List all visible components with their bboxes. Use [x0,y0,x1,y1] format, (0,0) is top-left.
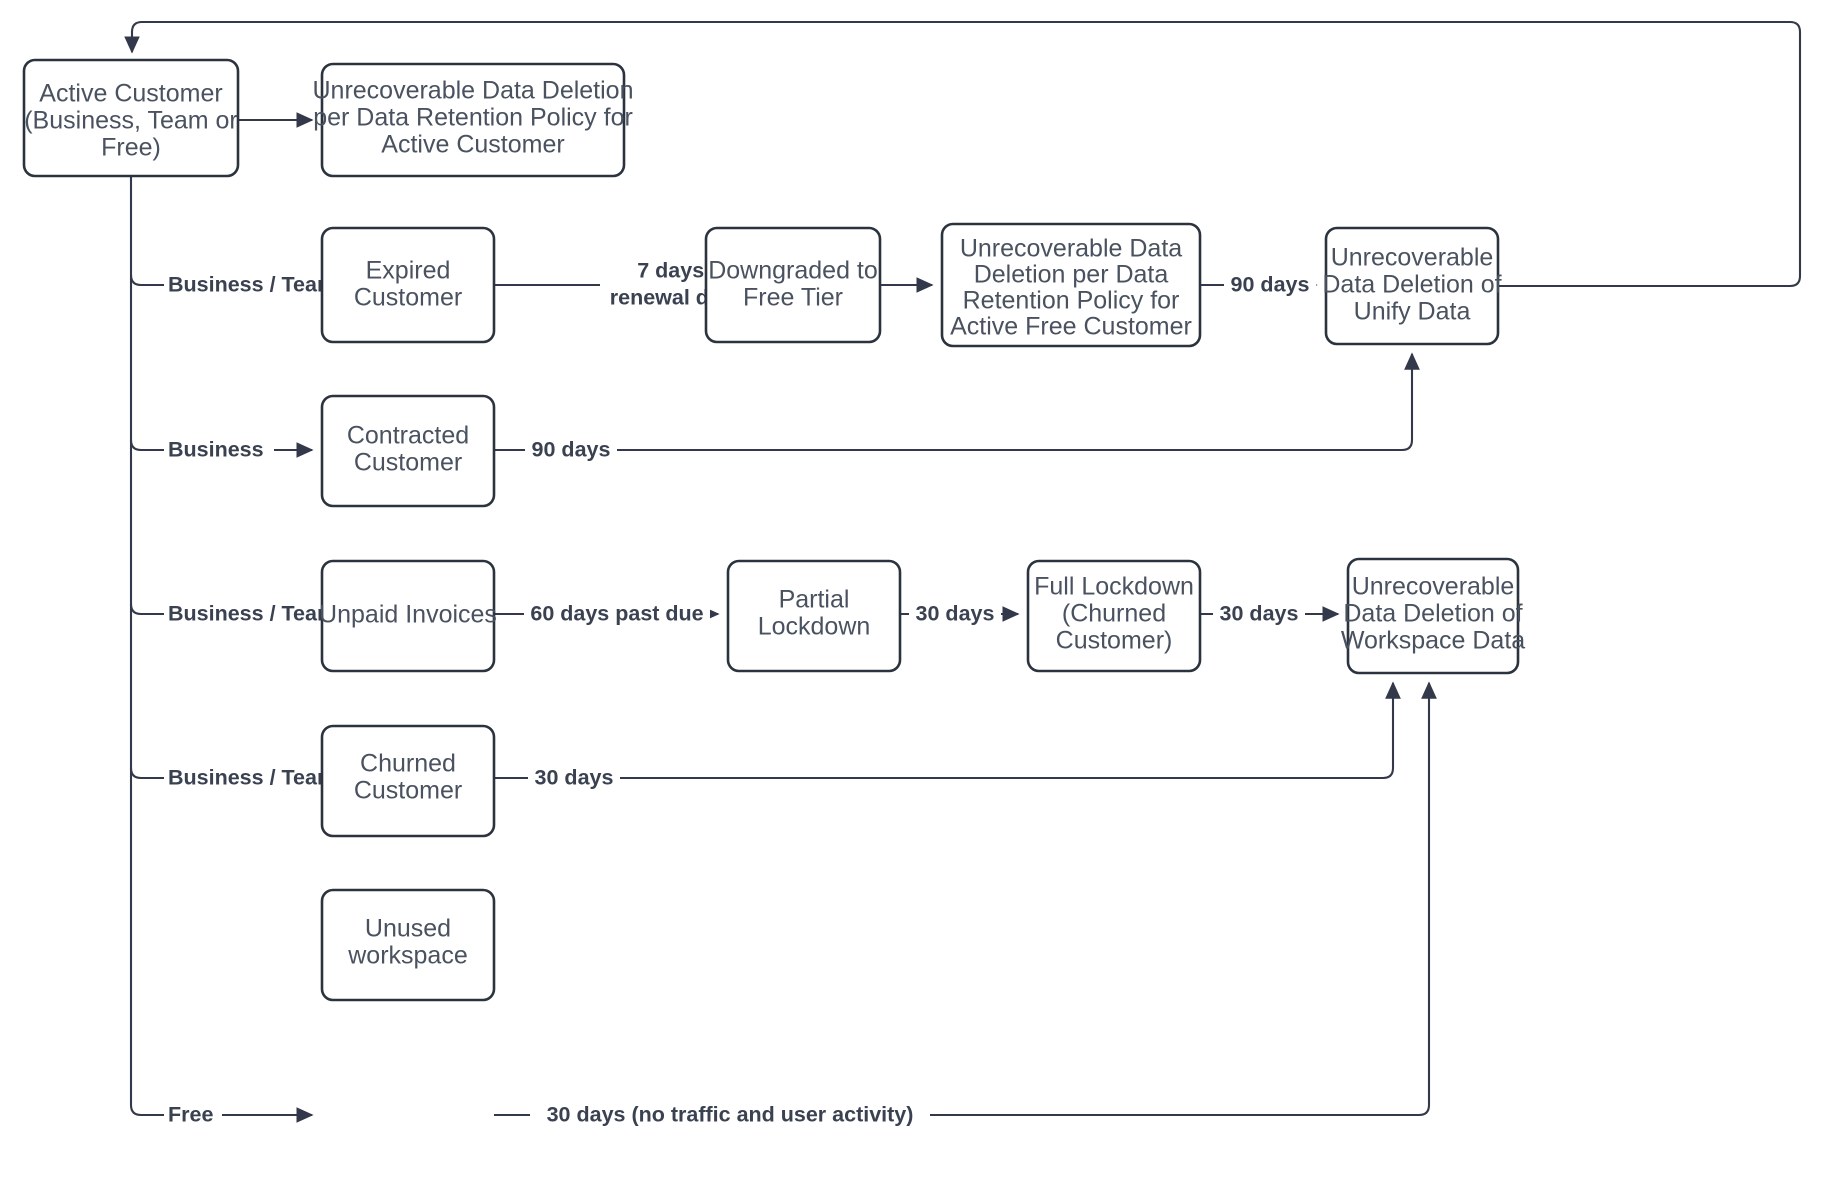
node-churned-customer[interactable]: Churned Customer [320,724,496,838]
label-bg-thirty-days-churned [528,765,620,791]
label-bg-business [164,437,274,463]
node-active-customer-line-2: Free) [101,134,161,162]
node-deletion-free-customer[interactable]: Unrecoverable Data Deletion per Data Ret… [940,222,1202,348]
node-unused-workspace[interactable]: Unused workspace [320,888,496,1002]
node-deletion-unify-line-0: Unrecoverable [1331,244,1494,272]
node-unused-workspace-box[interactable] [320,888,496,1002]
label-bg-ninety-days-unify [1224,272,1316,298]
node-deletion-unify-data[interactable]: Unrecoverable Data Deletion of Unify Dat… [1322,226,1502,346]
node-full-lockdown[interactable]: Full Lockdown (Churned Customer) [1026,559,1202,673]
node-churned-customer-line-0: Churned [360,750,456,778]
label-bg-thirty-days-full [1213,601,1305,627]
label-bg-business-team-2 [164,601,326,627]
node-unused-workspace-line-1: workspace [347,942,468,970]
node-deletion-free-line-0: Unrecoverable Data [960,235,1182,263]
edge-churned-to-deletion-workspace [494,681,1401,780]
node-deletion-free-customer-box[interactable] [940,222,1202,348]
node-deletion-unify-line-1: Data Deletion of [1322,271,1501,299]
edge-unused-to-deletion-workspace [494,681,1437,1117]
node-full-lockdown-line-0: Full Lockdown [1034,573,1194,601]
node-contracted-customer-line-0: Contracted [347,422,469,450]
label-bg-sixty-days [524,601,710,627]
node-deletion-free-line-1: Deletion per Data [974,261,1169,289]
edge-label-sixty-days-past-due: 60 days past due [530,602,703,626]
edge-label-ninety-days-contracted: 90 days [532,438,611,462]
edge-label-free: Free [168,1103,213,1127]
node-deletion-active-line-0: Unrecoverable Data Deletion [312,77,633,105]
edge-label-ninety-days-unify: 90 days [1231,273,1310,297]
node-full-lockdown-box[interactable] [1026,559,1202,673]
node-contracted-customer-line-1: Customer [354,449,462,477]
label-bg-ninety-days-contracted [525,437,617,463]
node-partial-lockdown-line-0: Partial [779,586,850,614]
node-deletion-free-line-3: Active Free Customer [950,313,1192,341]
node-active-customer[interactable]: Active Customer (Business, Team or Free) [22,58,240,178]
node-deletion-active-customer[interactable]: Unrecoverable Data Deletion per Data Ret… [312,62,634,178]
node-partial-lockdown[interactable]: Partial Lockdown [726,559,902,673]
node-active-customer-line-1: (Business, Team or [24,107,238,135]
node-unused-workspace-line-0: Unused [365,915,451,943]
label-bg-business-team-3 [164,765,326,791]
node-deletion-unify-line-2: Unify Data [1354,298,1471,326]
edge-branch-expired [129,274,314,293]
node-deletion-active-customer-box[interactable] [320,62,626,178]
node-unpaid-invoices[interactable]: Unpaid Invoices [319,559,497,673]
node-deletion-workspace-line-0: Unrecoverable [1352,573,1515,601]
edge-label-business-team-2: Business / Team [168,602,336,626]
edge-branch-contracted [129,439,314,458]
node-expired-customer-line-1: Customer [354,284,462,312]
node-deletion-active-line-2: Active Customer [381,131,564,159]
node-deletion-workspace-data-box[interactable] [1346,557,1520,675]
node-contracted-customer[interactable]: Contracted Customer [320,394,496,508]
node-deletion-workspace-data[interactable]: Unrecoverable Data Deletion of Workspace… [1341,557,1525,675]
node-downgraded-line-0: Downgraded to [708,257,878,285]
node-full-lockdown-line-1: (Churned [1062,600,1166,628]
label-bg-business-team-1 [164,272,326,298]
edge-branch-unpaid [129,603,314,622]
node-churned-customer-box[interactable] [320,724,496,838]
node-downgraded-free-tier[interactable]: Downgraded to Free Tier [704,226,882,344]
node-partial-lockdown-line-1: Lockdown [758,613,871,641]
node-expired-customer-line-0: Expired [366,257,451,285]
node-partial-lockdown-box[interactable] [726,559,902,673]
node-expired-customer[interactable]: Expired Customer [320,226,496,344]
node-contracted-customer-box[interactable] [320,394,496,508]
edge-label-thirty-days-full: 30 days [1220,602,1299,626]
node-churned-customer-line-1: Customer [354,777,462,805]
node-deletion-unify-data-box[interactable] [1324,226,1500,346]
edge-label-business-team-3: Business / Team [168,766,336,790]
node-unpaid-invoices-box[interactable] [320,559,496,673]
edge-contracted-to-unify [494,352,1420,452]
node-deletion-free-line-2: Retention Policy for [963,287,1180,315]
label-bg-free [164,1102,222,1128]
edge-label-thirty-days-partial: 30 days [916,602,995,626]
node-active-customer-line-0: Active Customer [39,80,222,108]
label-bg-thirty-days-partial [909,601,1001,627]
node-downgraded-line-1: Free Tier [743,284,843,312]
edge-unify-to-active-feedback [124,20,1802,288]
edge-label-business: Business [168,438,264,462]
node-deletion-active-line-1: per Data Retention Policy for [313,104,633,132]
edge-label-thirty-days-churned: 30 days [535,766,614,790]
label-bg-thirty-days-unused [530,1102,930,1128]
node-full-lockdown-line-2: Customer) [1056,627,1173,655]
node-deletion-workspace-line-1: Data Deletion of [1343,600,1522,628]
edge-spine-vertical [129,176,150,1117]
edge-label-thirty-days-unused: 30 days (no traffic and user activity) [547,1103,914,1127]
node-unpaid-invoices-line-0: Unpaid Invoices [319,601,497,629]
node-deletion-workspace-line-2: Workspace Data [1341,627,1525,655]
edge-label-business-team-1: Business / Team [168,273,336,297]
node-downgraded-free-tier-box[interactable] [704,226,882,344]
node-expired-customer-box[interactable] [320,226,496,344]
node-active-customer-box[interactable] [22,58,240,178]
edge-branch-churned [129,767,314,786]
